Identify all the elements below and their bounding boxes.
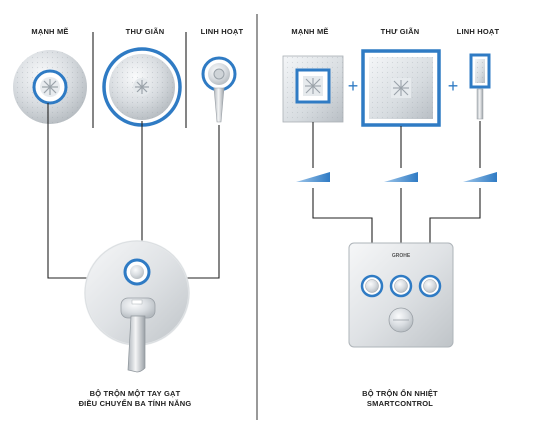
flow-wedge-3: [463, 172, 497, 182]
flow-wedge-1: [296, 172, 330, 182]
caption-right-line1: BỘ TRỘN ỔN NHIỆT: [362, 389, 438, 398]
large-square-rain-shower-icon: [361, 49, 441, 127]
caption-right-line2: SMARTCONTROL: [366, 399, 434, 408]
label-right-flexible: LINH HOẠT: [456, 27, 500, 36]
label-left-flexible: LINH HOẠT: [200, 27, 244, 36]
smartcontrol-thermostat-icon: GROHE: [348, 242, 454, 348]
label-right-powerful: MẠNH MẼ: [291, 27, 329, 36]
plus-icon-2: +: [448, 76, 459, 96]
round-rain-shower-icon: [13, 50, 87, 124]
flow-level-indicators: [296, 172, 497, 182]
plus-icon-1: +: [348, 76, 359, 96]
label-left-powerful: MẠNH MẼ: [31, 27, 69, 36]
label-right-relax: THƯ GIÃN: [380, 27, 420, 36]
flow-wedge-2: [384, 172, 418, 182]
caption-left-line1: BỘ TRỘN MỘT TAY GẠT: [89, 389, 181, 398]
single-lever-mixer-icon: [84, 240, 190, 373]
brand-logo-text: GROHE: [392, 253, 411, 259]
square-rain-shower-icon: [282, 55, 344, 123]
connector-lines-right-top: [312, 121, 481, 168]
square-hand-shower-icon: [469, 53, 491, 120]
label-left-relax: THƯ GIÃN: [125, 27, 165, 36]
hand-shower-icon: [201, 56, 237, 123]
large-round-rain-shower-icon: [102, 47, 182, 127]
caption-left-line2: ĐIỀU CHUYỂN BA TÍNH NĂNG: [78, 399, 192, 408]
